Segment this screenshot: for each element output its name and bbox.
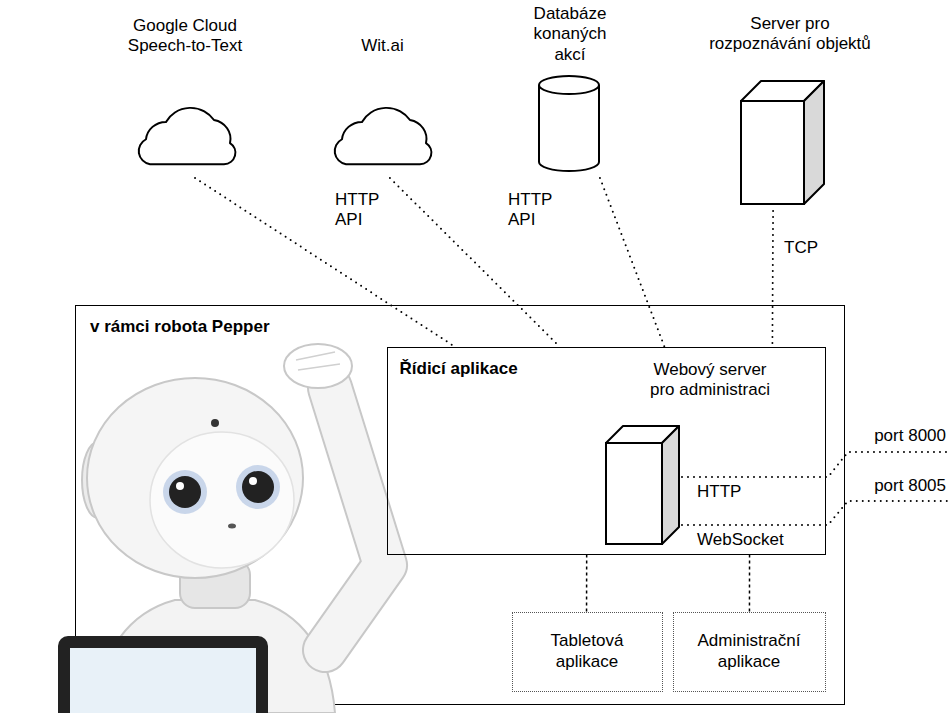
cloud-service: Google Cloud Speech-to-Text [100, 10, 270, 172]
node-label: Server pro rozpoznávání objektů [704, 14, 876, 55]
node-label: Google Cloud Speech-to-Text [100, 16, 270, 57]
robot-forehead-sensor [211, 419, 219, 427]
robot-eye-glint [176, 482, 184, 490]
box-heading: v rámci robota Pepper [90, 317, 270, 337]
app-box: Tabletová aplikace [512, 612, 663, 692]
node-label: Tabletová aplikace [526, 631, 649, 672]
port-label: port 8000 [874, 426, 946, 446]
cloud-outline [335, 108, 432, 164]
robot-eye [242, 471, 274, 503]
port-line [682, 452, 948, 477]
server-node: Server pro rozpoznávání objektů [700, 10, 880, 207]
cloud-service: Wit.ai [300, 10, 465, 172]
node-label: Databáze konaných akcí [525, 4, 615, 65]
robot-mouth [228, 523, 236, 528]
web-server-node: Webový server pro administraci [600, 358, 815, 547]
cloud-shape [318, 95, 448, 172]
connector [749, 555, 751, 612]
connector [586, 555, 588, 612]
database-cylinder [538, 75, 600, 172]
server-cube [740, 80, 825, 205]
robot-fingers [296, 352, 340, 370]
cloud-outline [139, 108, 236, 164]
cube-front [606, 443, 662, 544]
robot-head [87, 378, 303, 578]
robot-arm [325, 388, 385, 650]
edge-label: HTTP API [335, 190, 390, 231]
port-label: port 8005 [874, 476, 946, 496]
robot-eye-ring [236, 465, 280, 509]
system-boundary: v rámci robota PepperŘídicí aplikace Webo… [75, 305, 845, 705]
cube-front [741, 101, 804, 204]
robot-eye-ring [163, 470, 207, 514]
edge-label: HTTP API [508, 190, 563, 231]
robot-eye-glint [249, 477, 257, 485]
robot-eye [169, 476, 201, 508]
edge-label: TCP [784, 238, 818, 258]
cylinder-body [539, 85, 599, 171]
robot-hand [284, 344, 352, 388]
node-label: Wit.ai [300, 36, 465, 56]
node-label: Administrační aplikace [687, 631, 812, 672]
connector [771, 211, 774, 347]
robot-arm-outline [325, 388, 385, 650]
cloud-shape [122, 95, 252, 172]
protocol-label: WebSocket [697, 530, 784, 550]
protocol-label: HTTP [697, 482, 741, 502]
cube-side [804, 81, 824, 204]
box-heading: Řídicí aplikace [400, 359, 518, 379]
application-box: Řídicí aplikace Webový server pro adminis… [387, 347, 826, 555]
robot-tablet-screen [70, 648, 256, 713]
connector [600, 178, 664, 347]
cube-side [662, 426, 679, 544]
robot-face [150, 432, 294, 568]
app-box: Administrační aplikace [673, 612, 826, 692]
port-line [682, 501, 948, 525]
server-cube [605, 425, 680, 545]
node-label: Webový server pro administraci [643, 360, 778, 401]
cylinder-top [539, 76, 599, 94]
database-node: Databáze konaných akcí [500, 2, 640, 172]
